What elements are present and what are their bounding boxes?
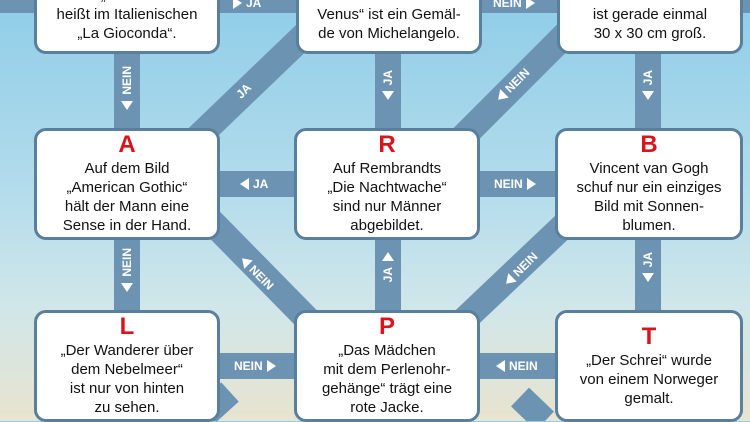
box-t: T „Der Schrei“ wurde von einem Norweger … — [555, 310, 743, 422]
arrow-left-icon — [240, 178, 249, 190]
box-venus-text: Venus“ ist ein Gemäl- de von Michelangel… — [317, 6, 461, 42]
arrow-top-left-ja: JA — [233, 0, 261, 10]
box-b-letter: B — [640, 131, 658, 158]
arrow-t-to-p-nein: NEIN — [496, 359, 538, 373]
arrow-top-right-nein: NEIN — [493, 0, 535, 10]
arrow-label: NEIN — [120, 248, 134, 277]
box-l-text: „Der Wanderer über dem Nebelmeer“ ist nu… — [60, 342, 194, 416]
arrow-left-icon — [496, 360, 505, 372]
box-mona-lisa-text: Die „Mona Lisa“ heißt im Italienischen „… — [56, 0, 198, 42]
arrow-right-icon — [526, 178, 536, 190]
arrow-label: JA — [253, 177, 269, 191]
arrow-b-to-t-ja: JA — [641, 252, 655, 283]
arrow-down-icon — [642, 273, 654, 283]
arrow-right-icon — [525, 0, 535, 9]
box-r-letter: R — [378, 131, 396, 158]
arrow-down-icon — [121, 100, 133, 110]
arrow-label: JA — [381, 70, 395, 86]
box-t-text: „Der Schrei“ wurde von einem Norweger ge… — [579, 351, 719, 407]
box-venus: Venus“ ist ein Gemäl- de von Michelangel… — [296, 0, 482, 54]
arrow-right-icon — [233, 0, 242, 9]
arrow-label: NEIN — [493, 0, 522, 10]
box-r-text: Auf Rembrandts „Die Nachtwache“ sind nur… — [327, 160, 447, 234]
arrow-label: NEIN — [120, 66, 134, 95]
arrow-label: NEIN — [509, 359, 538, 373]
box-mona-lisa: Die „Mona Lisa“ heißt im Italienischen „… — [34, 0, 220, 54]
box-p-letter: P — [378, 313, 395, 340]
connector-diag-bottom-right — [510, 387, 555, 421]
box-size: ist gerade einmal 30 x 30 cm groß. — [557, 0, 743, 54]
box-b: B Vincent van Gogh schuf nur ein einzige… — [555, 128, 743, 240]
box-p: P „Das Mädchen mit dem Perlenohr- gehäng… — [294, 310, 480, 422]
arrow-venus-to-r-ja: JA — [381, 70, 395, 101]
box-a-text: Auf dem Bild „American Gothic“ hält der … — [62, 160, 192, 234]
arrow-up-icon — [382, 252, 394, 261]
arrow-label: JA — [641, 70, 655, 86]
arrow-r-to-b-nein: NEIN — [494, 177, 536, 191]
box-p-text: „Das Mädchen mit dem Perlenohr- gehänge“… — [321, 342, 453, 416]
arrow-right-icon — [266, 360, 276, 372]
arrow-label: JA — [641, 252, 655, 268]
arrow-l-to-p-nein: NEIN — [234, 359, 276, 373]
box-l: L „Der Wanderer über dem Nebelmeer“ ist … — [34, 310, 220, 422]
arrow-down-icon — [642, 91, 654, 101]
box-b-text: Vincent van Gogh schuf nur ein einziges … — [576, 160, 722, 234]
arrow-label: JA — [381, 267, 395, 283]
arrow-p-to-r-ja: JA — [381, 252, 395, 282]
box-a-letter: A — [118, 131, 136, 158]
arrow-a-to-l-nein: NEIN — [120, 248, 134, 292]
arrow-label: JA — [246, 0, 262, 10]
box-size-text: ist gerade einmal 30 x 30 cm groß. — [592, 6, 708, 42]
arrow-down-icon — [121, 282, 133, 292]
arrow-size-to-b-ja: JA — [641, 70, 655, 101]
arrow-label: NEIN — [494, 177, 523, 191]
box-r: R Auf Rembrandts „Die Nachtwache“ sind n… — [294, 128, 480, 240]
arrow-r-to-a-ja: JA — [240, 177, 268, 191]
box-a: A Auf dem Bild „American Gothic“ hält de… — [34, 128, 220, 240]
arrow-down-icon — [382, 91, 394, 101]
box-l-letter: L — [119, 313, 135, 340]
box-t-letter: T — [641, 322, 657, 350]
arrow-mona-lisa-to-a-nein: NEIN — [120, 66, 134, 110]
arrow-label: NEIN — [234, 359, 263, 373]
